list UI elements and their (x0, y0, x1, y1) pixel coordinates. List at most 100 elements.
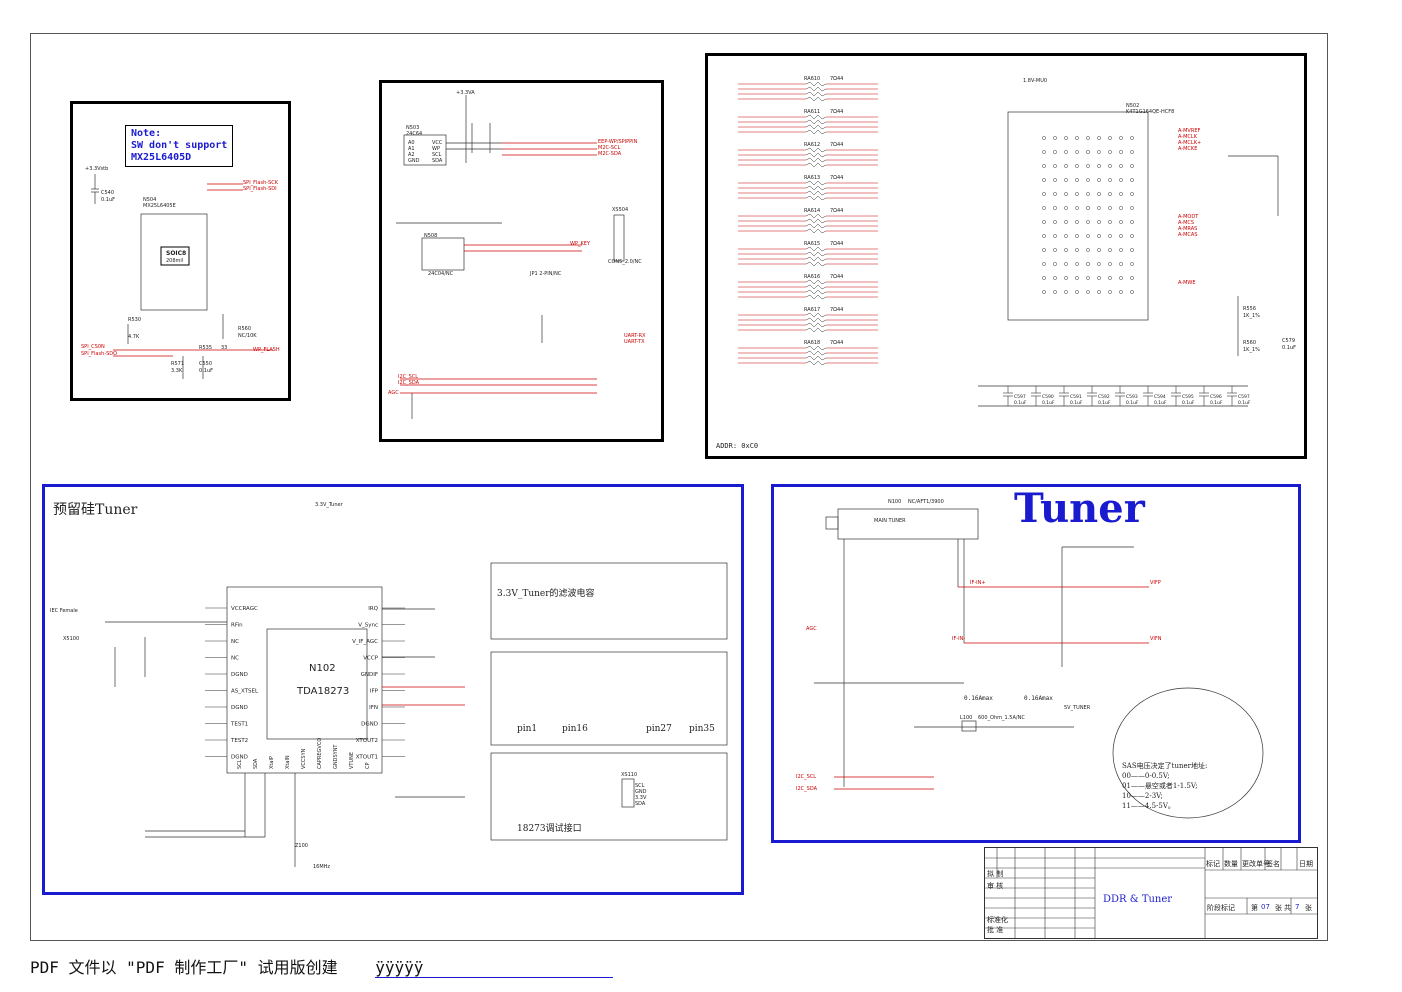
eeprom-net-i2cscl: I2C_SCL (398, 374, 419, 380)
ddr-ball (1064, 290, 1068, 294)
eeprom-pin-scl: SCL (432, 152, 442, 158)
tuner-left-pin35: pin35 (689, 724, 715, 734)
tuner-right-net-ifinp: IF-IN+ (970, 580, 986, 586)
ddr-rpack-val: 7Ω44 (830, 208, 843, 214)
tb-row-std: 标准化 (987, 916, 1008, 924)
tuner-right-net-vifn: VIFN (1150, 636, 1162, 642)
tuner-left-debug-title: 18273调试接口 (517, 824, 582, 834)
ddr-ball (1119, 248, 1123, 252)
ddr-net-ras: A-MRAS (1178, 226, 1198, 232)
eeprom-net-scl: M2C-SCL (598, 145, 621, 151)
ddr-ball (1086, 136, 1090, 140)
ddr-cap-val: 0.1uF (1098, 400, 1111, 406)
pdf-footer-link[interactable]: ÿÿÿÿÿ (375, 958, 614, 978)
ddr-ball (1086, 262, 1090, 266)
tuner-left-pin1: pin1 (517, 724, 538, 734)
ddr-ball (1064, 178, 1068, 182)
tuner-left-schematic: VCCRAGCRFinNCNCDGNDAS_XTSELDGNDTEST1TEST… (105, 562, 728, 867)
ddr-cap-val: 0.1uF (1238, 400, 1251, 406)
pdf-footer-text: PDF 文件以 "PDF 制作工厂" 试用版创建 (30, 958, 338, 977)
spi-note: Note: SW don't support MX25L6405D (125, 125, 234, 167)
ddr-vref-r560-val: 1K_1% (1243, 347, 1260, 353)
ddr-ball (1130, 192, 1134, 196)
ddr-ball (1075, 206, 1079, 210)
ddr-ball (1053, 206, 1057, 210)
ddr-ball (1108, 164, 1112, 168)
spi-part-r560-val: NC/10K (238, 333, 257, 339)
ddr-ball (1086, 192, 1090, 196)
spi-part-r530-val: 4.7K (128, 334, 140, 340)
tb-row-review: 审 核 (987, 882, 1004, 890)
tuner-left-filter-title: 3.3V_Tuner的滤波电容 (497, 589, 595, 599)
tuner-left-pin16: pin16 (562, 724, 588, 734)
ddr-ball (1042, 178, 1046, 182)
spi-part-r535-val: 33 (221, 345, 228, 351)
tuner-left-pin-left: DGND (231, 755, 248, 761)
tuner-right-section: Tuner N100 NC/AFT1/3900 MAIN TUNER IF-IN… (771, 484, 1301, 843)
ddr-ball (1075, 220, 1079, 224)
tuner-right-schematic (814, 508, 1264, 819)
ddr-ball (1042, 206, 1046, 210)
tuner-left-debug-pin-sda: SDA (635, 801, 646, 807)
spi-part-r530: R530 (128, 317, 142, 323)
tuner-left-pin-left: DGND (231, 705, 248, 711)
ddr-net-cs: A-MCS (1178, 220, 1195, 226)
tb-header-date: 日期 (1299, 860, 1313, 868)
ddr-ball (1130, 206, 1134, 210)
tb-header-change: 更改单号 (1242, 860, 1270, 868)
spi-net-sdi: SPI_Flash-SDI (243, 186, 277, 192)
tuner-left-pin-bottom: XtalP (269, 756, 275, 769)
tuner-left-pin-left: VCCRAGC (231, 606, 258, 612)
eeprom-jp: JP1 2-PIN/NC (530, 271, 562, 277)
ddr-ball (1075, 248, 1079, 252)
tuner-right-net-5v: 5V_TUNER (1064, 705, 1091, 711)
ddr-ball (1086, 234, 1090, 238)
ddr-rpack-ref: RA618 (804, 340, 820, 346)
ddr-ball (1097, 206, 1101, 210)
ddr-ball (1097, 234, 1101, 238)
ddr-ball (1064, 262, 1068, 266)
ddr-cap-val: 0.1uF (1126, 400, 1139, 406)
tuner-left-pin-left: RFin (231, 623, 243, 629)
ddr-ball (1086, 164, 1090, 168)
ddr-ball (1064, 220, 1068, 224)
spi-part-r560: R560 (238, 326, 252, 332)
ddr-ball (1042, 136, 1046, 140)
ddr-ball (1108, 192, 1112, 196)
tuner-left-pin-left: NC (231, 639, 239, 645)
tb-header-sign: 签名 (1266, 860, 1280, 868)
ddr-ball (1075, 234, 1079, 238)
ddr-ball (1097, 262, 1101, 266)
spi-chip-part: MX25L6405E (143, 203, 176, 209)
eeprom-pin-a2: A2 (408, 152, 415, 158)
tb-header-qty: 数量 (1224, 860, 1238, 868)
ddr-rpack-ref: RA616 (804, 274, 820, 280)
ddr-ball (1097, 192, 1101, 196)
eeprom-net-sda: M2C-SDA (598, 151, 622, 157)
eeprom-rail: +3.3VA (456, 90, 475, 96)
ddr-ball (1119, 136, 1123, 140)
ddr-ball (1075, 290, 1079, 294)
tuner-right-net-vifp: VIFP (1150, 580, 1161, 586)
ddr-ball (1119, 262, 1123, 266)
ddr-ball (1075, 178, 1079, 182)
tuner-left-pin-bottom: GNDSYNT (333, 744, 339, 769)
tuner-left-pin-bottom: SDA (253, 758, 259, 769)
tuner-left-pin-bottom: XtalN (285, 755, 291, 769)
spi-net-cs: SPI_CS0N (81, 344, 105, 350)
tuner-left-chip-part: TDA18273 (297, 686, 350, 697)
ddr-ball (1053, 220, 1057, 224)
ddr-cap-ref: C593 (1126, 394, 1138, 400)
spi-package-size: 208mil (166, 258, 184, 264)
tuner-right-title: Tuner (1014, 485, 1145, 532)
ddr-cap-val: 0.1uF (1154, 400, 1167, 406)
ddr-ball (1075, 136, 1079, 140)
ddr-ball (1130, 150, 1134, 154)
ddr-ball (1119, 164, 1123, 168)
ddr-vref-r560: R560 (1243, 340, 1257, 346)
